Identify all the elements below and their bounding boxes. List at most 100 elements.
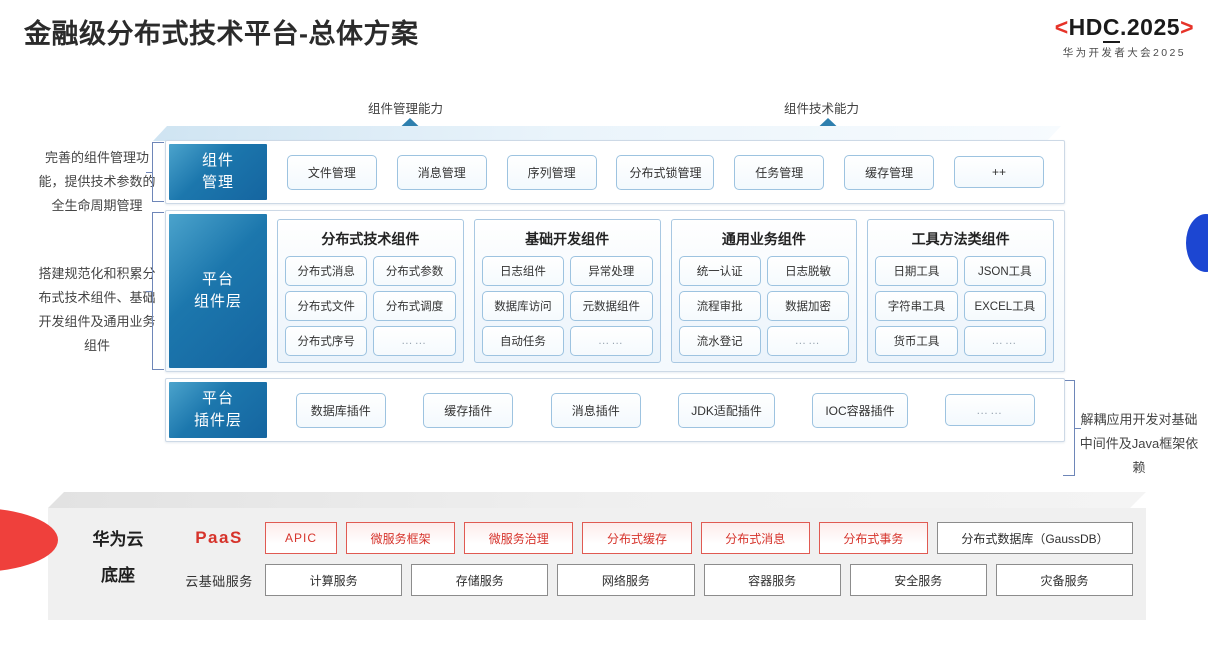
paas-panel-bevel [48,492,1146,508]
cell-exception-handling[interactable]: 异常处理 [570,256,653,286]
cell-string-tool[interactable]: 字符串工具 [875,291,958,321]
chip-distributed-lock-management[interactable]: 分布式锁管理 [616,154,715,190]
cloud-item-network-service[interactable]: 网络服务 [557,564,695,596]
row-platform-plugin-layer: 平台 插件层 数据库插件 缓存插件 消息插件 JDK适配插件 IOC容器插件 …… [165,378,1065,442]
cell-distributed-file[interactable]: 分布式文件 [285,291,368,321]
cloud-item-storage-service[interactable]: 存储服务 [411,564,549,596]
paas-label-line-1: 华为云 [92,530,144,549]
chip-more[interactable]: ++ [954,156,1044,188]
hdc-text-underlined: C [1102,14,1120,43]
cell-distributed-message[interactable]: 分布式消息 [285,256,368,286]
cell-log-desensitization[interactable]: 日志脱敏 [766,256,850,286]
chip-sequence-management[interactable]: 序列管理 [506,154,597,190]
chip-message-management[interactable]: 消息管理 [396,154,487,190]
chip-cache-management[interactable]: 缓存管理 [844,154,935,190]
cell-metadata-component[interactable]: 元数据组件 [570,291,653,321]
cell-distributed-sequence[interactable]: 分布式序号 [285,326,368,356]
blue-lens-decoration [1186,214,1208,272]
cell-currency-tool[interactable]: 货币工具 [875,326,958,356]
chip-jdk-adapter-plugin[interactable]: JDK适配插件 [678,392,775,428]
paas-panel: 华为云 底座 PaaS APIC 微服务框架 微服务治理 分布式缓存 分布式消息… [48,508,1146,608]
hdc-logo-subtitle: 华为开发者大会2025 [1062,47,1186,59]
cell-more[interactable]: …… [766,326,850,356]
cloud-service-list: 计算服务 存储服务 网络服务 容器服务 安全服务 灾备服务 [265,564,1134,596]
group-tool-method-components: 工具方法类组件 日期工具 JSON工具 字符串工具 EXCEL工具 货币工具 …… [867,219,1054,363]
cell-data-encryption[interactable]: 数据加密 [766,291,850,321]
paas-tag: PaaS [195,528,243,547]
cloud-item-container-service[interactable]: 容器服务 [703,564,841,596]
chip-message-plugin[interactable]: 消息插件 [550,392,641,428]
bracket-left-platform [146,212,164,370]
group-title: 通用业务组件 [721,231,806,247]
chip-list-management: 文件管理 消息管理 序列管理 分布式锁管理 任务管理 缓存管理 ++ [267,154,1064,190]
paas-item-distributed-transaction[interactable]: 分布式事务 [818,522,929,554]
row-label-line-1: 组件 [201,151,234,169]
paas-service-list: APIC 微服务框架 微服务治理 分布式缓存 分布式消息 分布式事务 分布式数据… [265,522,1134,554]
row-label-platform-plugin-layer: 平台 插件层 [169,382,267,438]
cloud-item-disaster-recovery-service[interactable]: 灾备服务 [995,564,1134,596]
cloud-services-row: 云基础服务 计算服务 存储服务 网络服务 容器服务 安全服务 灾备服务 [173,564,1134,596]
cloud-item-security-service[interactable]: 安全服务 [849,564,987,596]
hdc-text-before: HD [1068,14,1103,40]
paas-panel-base-strip [48,608,1146,620]
paas-item-distributed-database[interactable]: 分布式数据库（GaussDB） [937,522,1134,554]
group-title: 工具方法类组件 [911,231,1010,247]
group-title: 分布式技术组件 [321,231,420,247]
cell-more[interactable]: …… [963,326,1046,356]
arrow-caption-component-technology: 组件技术能力 [784,102,860,116]
cell-excel-tool[interactable]: EXCEL工具 [963,291,1046,321]
group-cells: 日期工具 JSON工具 字符串工具 EXCEL工具 货币工具 …… [875,256,1046,356]
chip-task-management[interactable]: 任务管理 [734,154,825,190]
cell-transaction-registration[interactable]: 流水登记 [678,326,761,356]
hdc-bracket-left: < [1054,14,1069,40]
cloud-services-tag: 云基础服务 [185,573,253,589]
paas-item-apic[interactable]: APIC [265,522,337,554]
bracket-tick [146,291,153,293]
cell-log-component[interactable]: 日志组件 [481,256,565,286]
chip-cache-plugin[interactable]: 缓存插件 [423,392,514,428]
cell-process-approval[interactable]: 流程审批 [678,291,761,321]
paas-item-microservice-framework[interactable]: 微服务框架 [346,522,456,554]
platform-group-list: 分布式技术组件 分布式消息 分布式参数 分布式文件 分布式调度 分布式序号 ……… [267,211,1064,371]
row-label-line-2: 插件层 [193,412,242,429]
chip-more[interactable]: …… [945,394,1036,426]
row-label-platform-component-layer: 平台 组件层 [169,214,267,368]
row-label-component-management: 组件 管理 [169,144,267,200]
paas-item-distributed-message[interactable]: 分布式消息 [700,522,810,554]
paas-item-distributed-cache[interactable]: 分布式缓存 [582,522,692,554]
cell-database-access[interactable]: 数据库访问 [481,291,565,321]
row-label-line-2: 组件层 [193,293,242,310]
architecture-panel: 组件 管理 文件管理 消息管理 序列管理 分布式锁管理 任务管理 缓存管理 ++… [153,126,1065,480]
row-label-line-1: 平台 [201,270,234,288]
note-component-management-capability: 完善的组件管理功能，提供技术参数的全生命周期管理 [38,150,156,214]
cell-distributed-parameter[interactable]: 分布式参数 [373,256,456,286]
note-decoupling-dependency: 解耦应用开发对基础中间件及Java框架依赖 [1079,412,1199,476]
paas-label-line-2: 底座 [101,565,135,585]
cell-more[interactable]: …… [570,326,653,356]
bracket-right-plugin [1063,380,1081,476]
group-basic-development-components: 基础开发组件 日志组件 异常处理 数据库访问 元数据组件 自动任务 …… [473,219,661,363]
cell-unified-authentication[interactable]: 统一认证 [678,256,761,286]
row-label-line-1: 平台 [201,389,234,407]
group-cells: 统一认证 日志脱敏 流程审批 数据加密 流水登记 …… [678,256,850,356]
cell-json-tool[interactable]: JSON工具 [963,256,1046,286]
row-platform-component-layer: 平台 组件层 分布式技术组件 分布式消息 分布式参数 分布式文件 分布式调度 分… [165,210,1065,372]
bracket-tick [1074,428,1081,430]
chip-list-plugin: 数据库插件 缓存插件 消息插件 JDK适配插件 IOC容器插件 …… [267,392,1064,428]
chip-database-plugin[interactable]: 数据库插件 [295,392,386,428]
cell-more[interactable]: …… [373,326,456,356]
row-label-line-2: 管理 [201,174,234,191]
paas-panel-label: 华为云 底座 [70,522,166,593]
paas-item-microservice-governance[interactable]: 微服务治理 [464,522,574,554]
chip-ioc-container-plugin[interactable]: IOC容器插件 [812,392,908,428]
arrow-caption-component-management: 组件管理能力 [368,102,444,116]
cell-automated-task[interactable]: 自动任务 [481,326,565,356]
cell-date-tool[interactable]: 日期工具 [875,256,958,286]
panel-bevel [153,126,1061,141]
bracket-left-management [146,142,164,202]
chip-file-management[interactable]: 文件管理 [286,154,377,190]
cloud-item-compute-service[interactable]: 计算服务 [265,564,403,596]
cell-distributed-scheduling[interactable]: 分布式调度 [373,291,456,321]
hdc-logo: <HDC.2025> 华为开发者大会2025 [1055,14,1194,60]
group-common-business-components: 通用业务组件 统一认证 日志脱敏 流程审批 数据加密 流水登记 …… [670,219,858,363]
